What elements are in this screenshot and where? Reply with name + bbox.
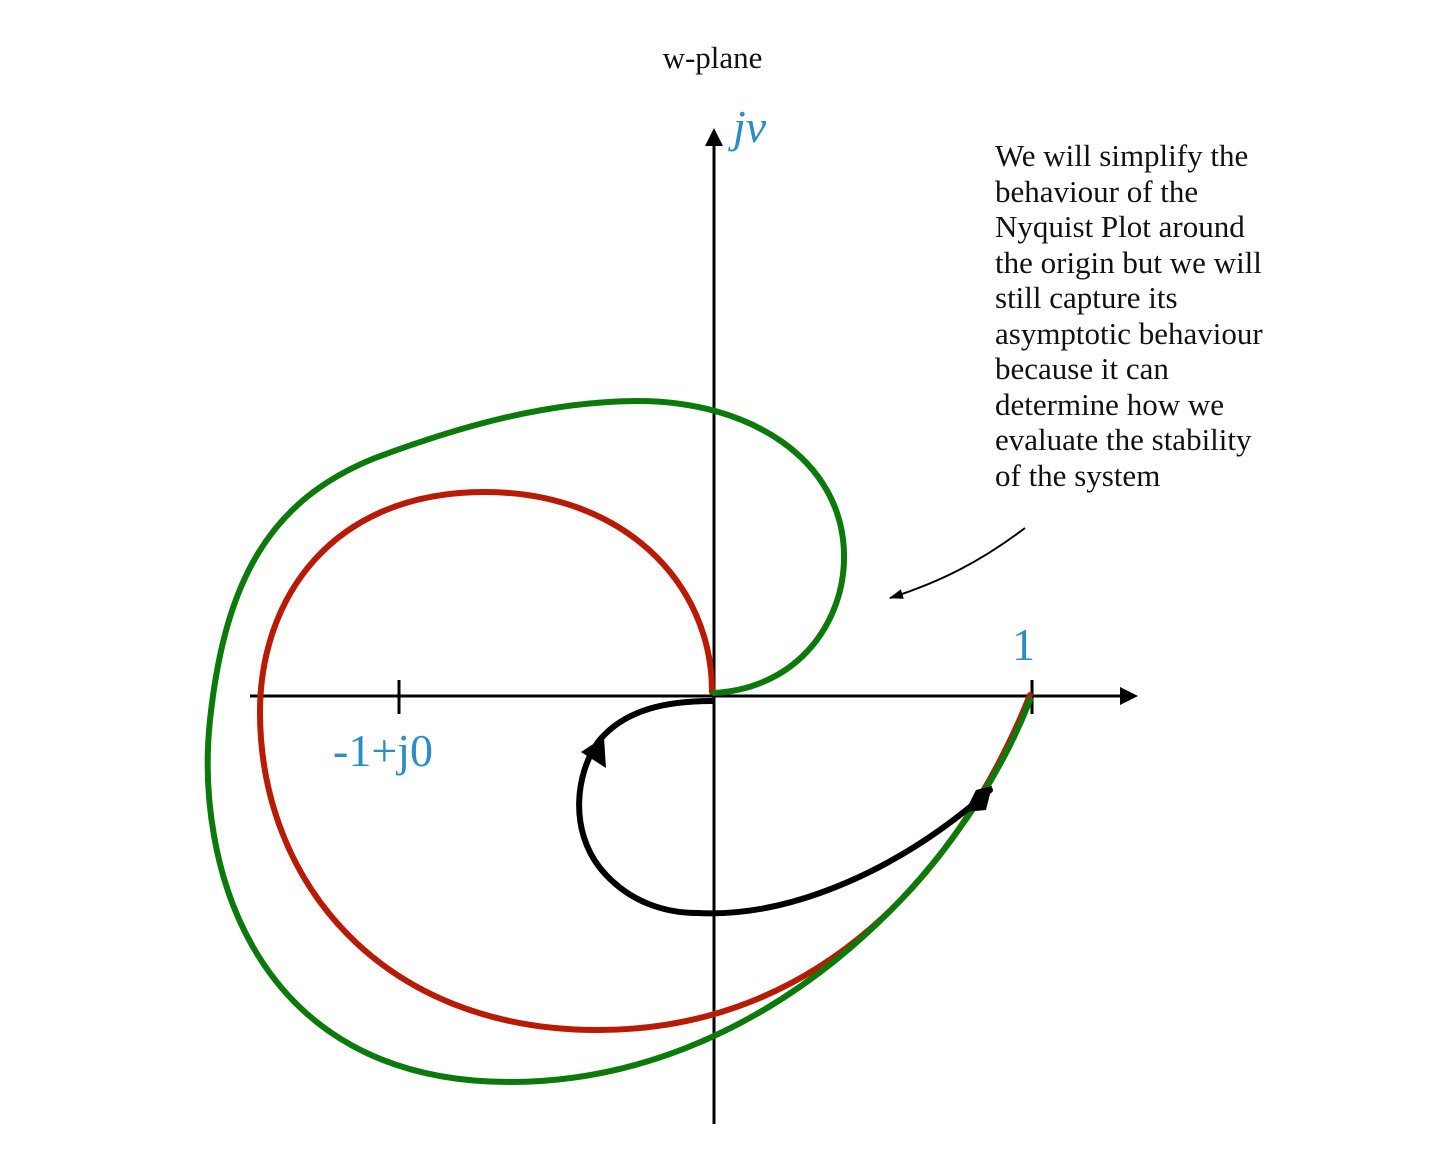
- imaginary-axis-arrowhead-icon: [705, 128, 723, 146]
- contour-arrow-upper-icon: [581, 737, 606, 768]
- real-axis-arrowhead-icon: [1120, 687, 1138, 705]
- imaginary-axis-label: jv: [733, 101, 767, 152]
- unit-tick-label: 1: [1012, 619, 1035, 670]
- critical-point-label: -1+j0: [333, 725, 434, 776]
- contour-arrow-lower-icon: [965, 786, 992, 812]
- annotation-pointer: [889, 527, 1026, 599]
- red-nyquist-curve: [256, 488, 1033, 1034]
- green-nyquist-curve: [204, 397, 1033, 1086]
- plane-title: w-plane: [662, 40, 763, 75]
- black-contour: [576, 698, 993, 917]
- annotation-text: We will simplify the behaviour of the Ny…: [995, 138, 1263, 493]
